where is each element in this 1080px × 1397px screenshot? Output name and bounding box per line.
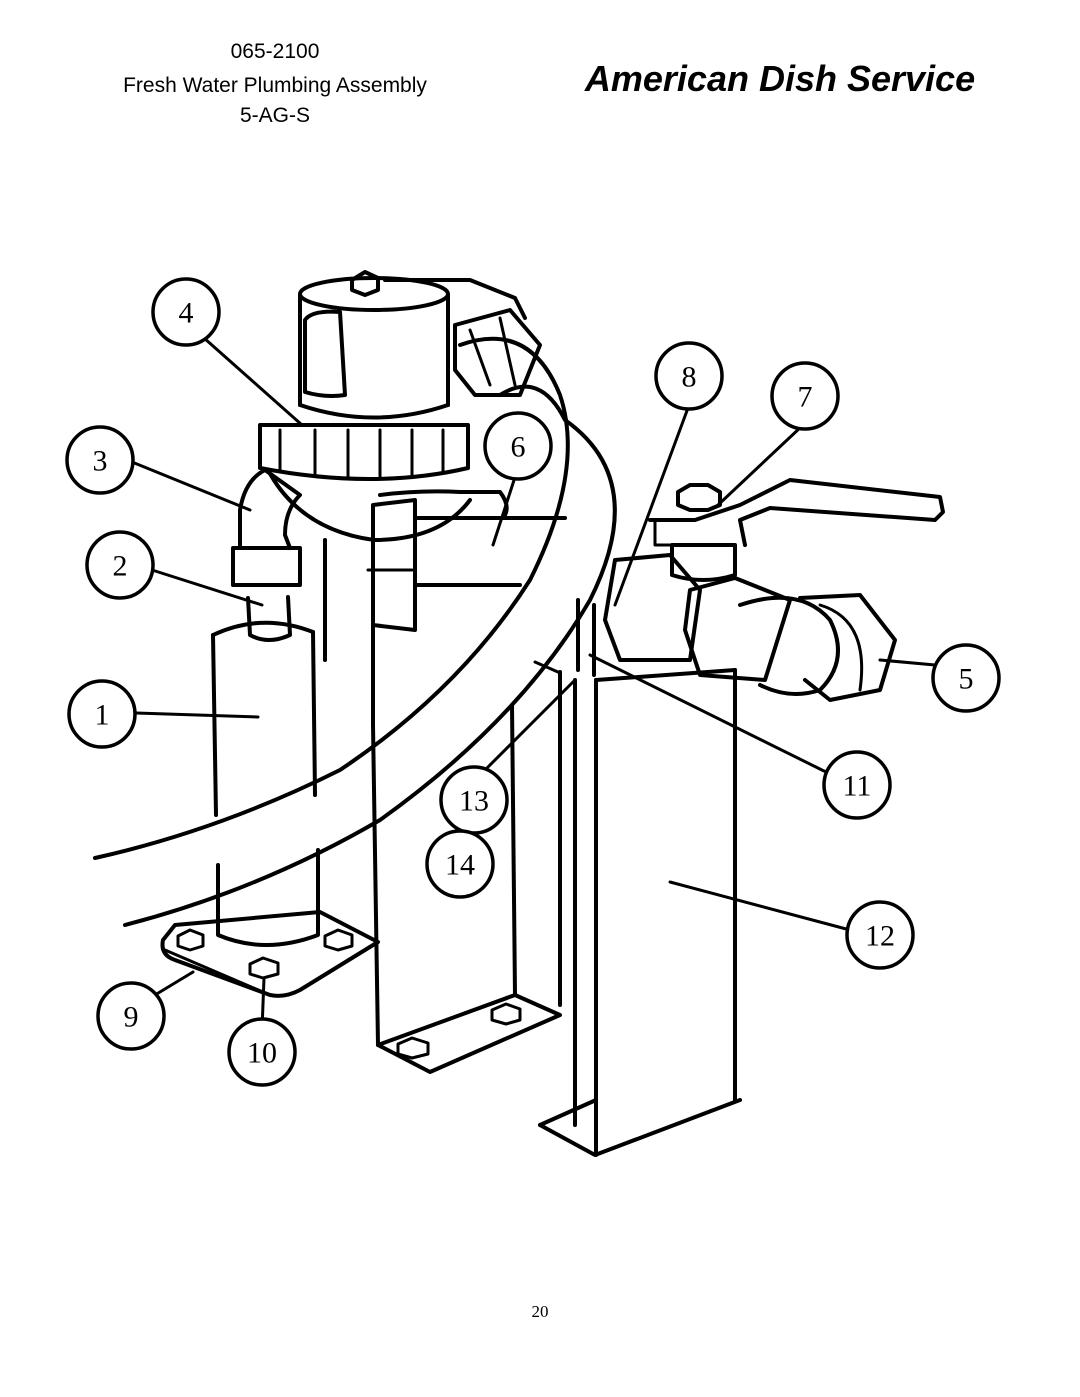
brand-title: American Dish Service bbox=[584, 58, 976, 99]
mounting-plate bbox=[160, 910, 380, 998]
callout-9: 9 bbox=[96, 981, 166, 1051]
page-number: 20 bbox=[531, 1302, 549, 1321]
callout-4: 4 bbox=[151, 277, 221, 347]
svg-text:12: 12 bbox=[865, 920, 895, 953]
vertical-pipe bbox=[323, 538, 375, 727]
svg-text:14: 14 bbox=[445, 849, 475, 882]
callout-7: 7 bbox=[770, 361, 840, 431]
hose bbox=[93, 308, 617, 927]
svg-text:1: 1 bbox=[95, 699, 110, 732]
callout-2: 2 bbox=[85, 530, 155, 600]
pipe-connector bbox=[366, 489, 567, 632]
leader-lines bbox=[130, 336, 937, 1032]
solenoid-valve bbox=[258, 270, 527, 542]
part-number: 065-2100 bbox=[230, 40, 320, 63]
svg-text:9: 9 bbox=[124, 1001, 139, 1034]
callout-6: 6 bbox=[483, 411, 553, 481]
model-number: 5-AG-S bbox=[239, 104, 310, 127]
svg-text:11: 11 bbox=[843, 770, 872, 803]
valve-stand bbox=[538, 598, 742, 1157]
svg-text:8: 8 bbox=[682, 361, 697, 394]
support-box bbox=[371, 703, 562, 1074]
svg-text:7: 7 bbox=[798, 381, 813, 414]
callout-8: 8 bbox=[654, 341, 724, 411]
callout-3: 3 bbox=[65, 425, 135, 495]
ball-valve bbox=[603, 478, 945, 702]
svg-text:10: 10 bbox=[247, 1037, 277, 1070]
svg-text:5: 5 bbox=[959, 663, 974, 696]
assembly-title: Fresh Water Plumbing Assembly bbox=[123, 74, 427, 97]
svg-text:3: 3 bbox=[93, 445, 108, 478]
callout-14: 14 bbox=[425, 829, 495, 899]
callout-1: 1 bbox=[67, 679, 137, 749]
svg-text:4: 4 bbox=[179, 297, 194, 330]
callout-13: 13 bbox=[439, 765, 509, 835]
filter-fitting bbox=[231, 468, 302, 642]
svg-text:13: 13 bbox=[459, 785, 489, 818]
svg-text:6: 6 bbox=[511, 431, 526, 464]
callout-11: 11 bbox=[822, 750, 892, 820]
callout-5: 5 bbox=[931, 643, 1001, 713]
callout-10: 10 bbox=[227, 1017, 297, 1087]
svg-text:2: 2 bbox=[113, 550, 128, 583]
callout-12: 12 bbox=[845, 900, 915, 970]
filter-cylinder bbox=[211, 620, 320, 947]
